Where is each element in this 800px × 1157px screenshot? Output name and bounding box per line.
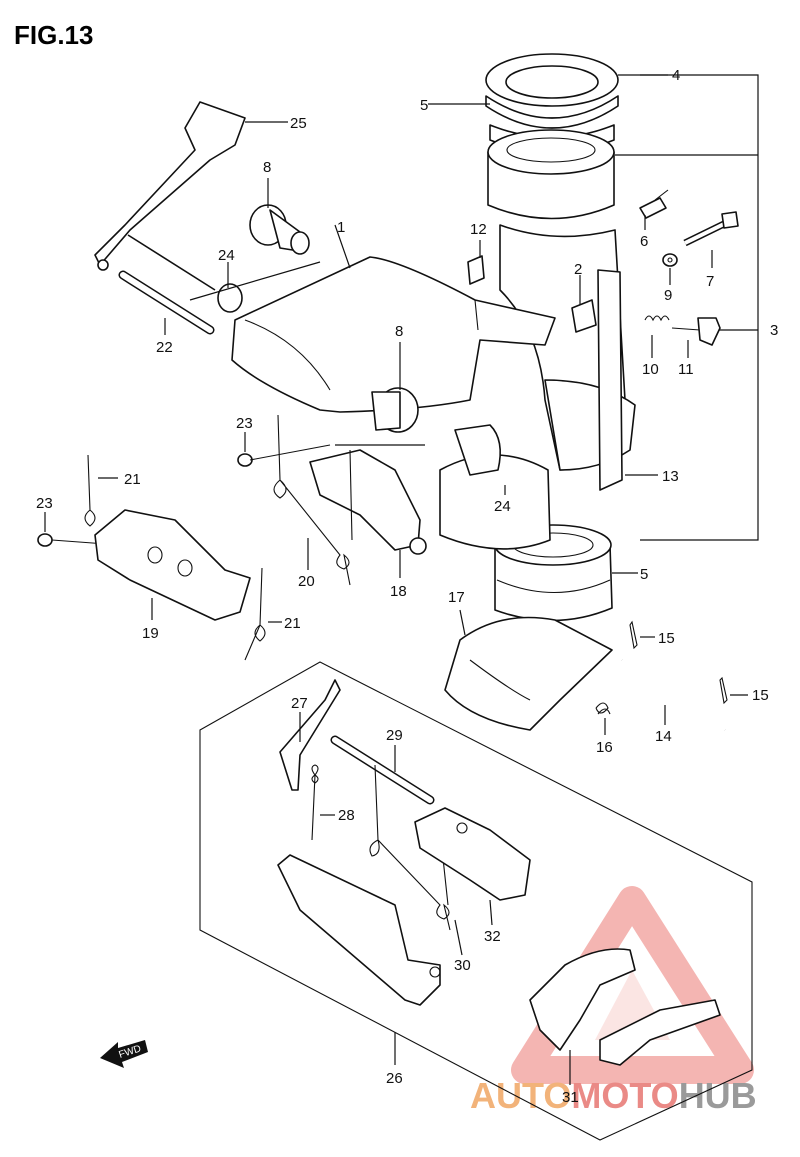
callouts: 25 8 24 22 1 5 4 3 12 2 6 7 9 10 11 8 13… [36,67,778,1106]
watermark-hub: HUB [679,1075,757,1116]
callout-32: 32 [484,928,501,945]
rod-22 [118,270,215,335]
callout-19: 19 [142,625,159,642]
clamp-17 [444,616,613,731]
callout-5-lower: 5 [640,566,648,583]
callout-17: 17 [448,589,465,606]
bushing-8-top [249,204,310,255]
bushing-24-top [217,283,243,313]
ring-4 [485,53,619,129]
pad-12 [467,255,485,285]
callout-20: 20 [298,573,315,590]
callout-22: 22 [156,339,173,356]
callout-23-left: 23 [36,495,53,512]
callout-1: 1 [337,219,345,236]
callout-4: 4 [672,67,680,84]
callout-8-top: 8 [263,159,271,176]
swivel-bracket [499,224,636,491]
callout-11: 11 [678,361,694,378]
clamp-1 [231,256,556,413]
bolt-7 [683,211,739,247]
callout-30: 30 [454,957,471,974]
spring-28 [311,764,319,841]
bracket-32 [414,807,531,901]
pin-14 [621,658,726,732]
callout-14: 14 [655,728,672,745]
callout-16: 16 [596,739,613,756]
callout-15-a: 15 [658,630,675,647]
leader-lines [44,74,748,1085]
block-2 [571,299,597,333]
group-outline-26 [199,661,753,1141]
callout-6: 6 [640,233,648,250]
plate-26 [277,854,441,1006]
bolt-23-top [237,444,331,467]
figure-title: FIG.13 [14,20,93,50]
clip-15-b [719,676,728,705]
callout-13: 13 [662,468,679,485]
callout-25: 25 [290,115,307,132]
callout-27: 27 [291,695,308,712]
callout-23-top: 23 [236,415,253,432]
callout-24-mid: 24 [494,498,511,515]
callout-10: 10 [642,361,659,378]
callout-21-lower: 21 [284,615,301,632]
callout-7: 7 [706,273,714,290]
callout-28: 28 [338,807,355,824]
bracket-3 [615,74,759,541]
stopper-18 [309,449,427,555]
watermark-moto: MOTO [571,1075,678,1116]
fitting-6 [639,189,669,219]
callout-18: 18 [390,583,407,600]
spring-10 [644,315,670,322]
upper-housing [487,129,615,220]
bracket-31 [529,948,721,1066]
callout-15-b: 15 [752,687,769,704]
spring-16 [595,702,611,715]
callout-24-top: 24 [218,247,235,264]
spring-21-upper [84,454,96,527]
callout-9: 9 [664,287,672,304]
callout-2: 2 [574,261,582,278]
spring-21-lower [244,567,266,661]
plate-27 [279,679,341,791]
fwd-arrow: FWD [100,1040,148,1068]
callout-29: 29 [386,727,403,744]
callout-3: 3 [770,322,778,339]
washer-9 [662,253,678,267]
callout-8-mid: 8 [395,323,403,340]
svg-text:AUTOMOTOHUB: AUTOMOTOHUB [470,1075,757,1116]
bracket-19 [94,509,251,621]
callout-26: 26 [386,1070,403,1087]
rod-29 [330,735,435,805]
callout-12: 12 [470,221,487,238]
watermark-auto: AUTO [470,1075,571,1116]
clip-15-a [629,620,638,650]
knob-11 [671,317,721,346]
callout-5-top: 5 [420,97,428,114]
callout-21-upper: 21 [124,471,141,488]
tilt-housing [439,424,551,550]
bushing-8-mid [371,387,419,433]
lever-25 [94,101,246,291]
spring-20 [273,414,353,586]
callout-31: 31 [562,1089,579,1106]
